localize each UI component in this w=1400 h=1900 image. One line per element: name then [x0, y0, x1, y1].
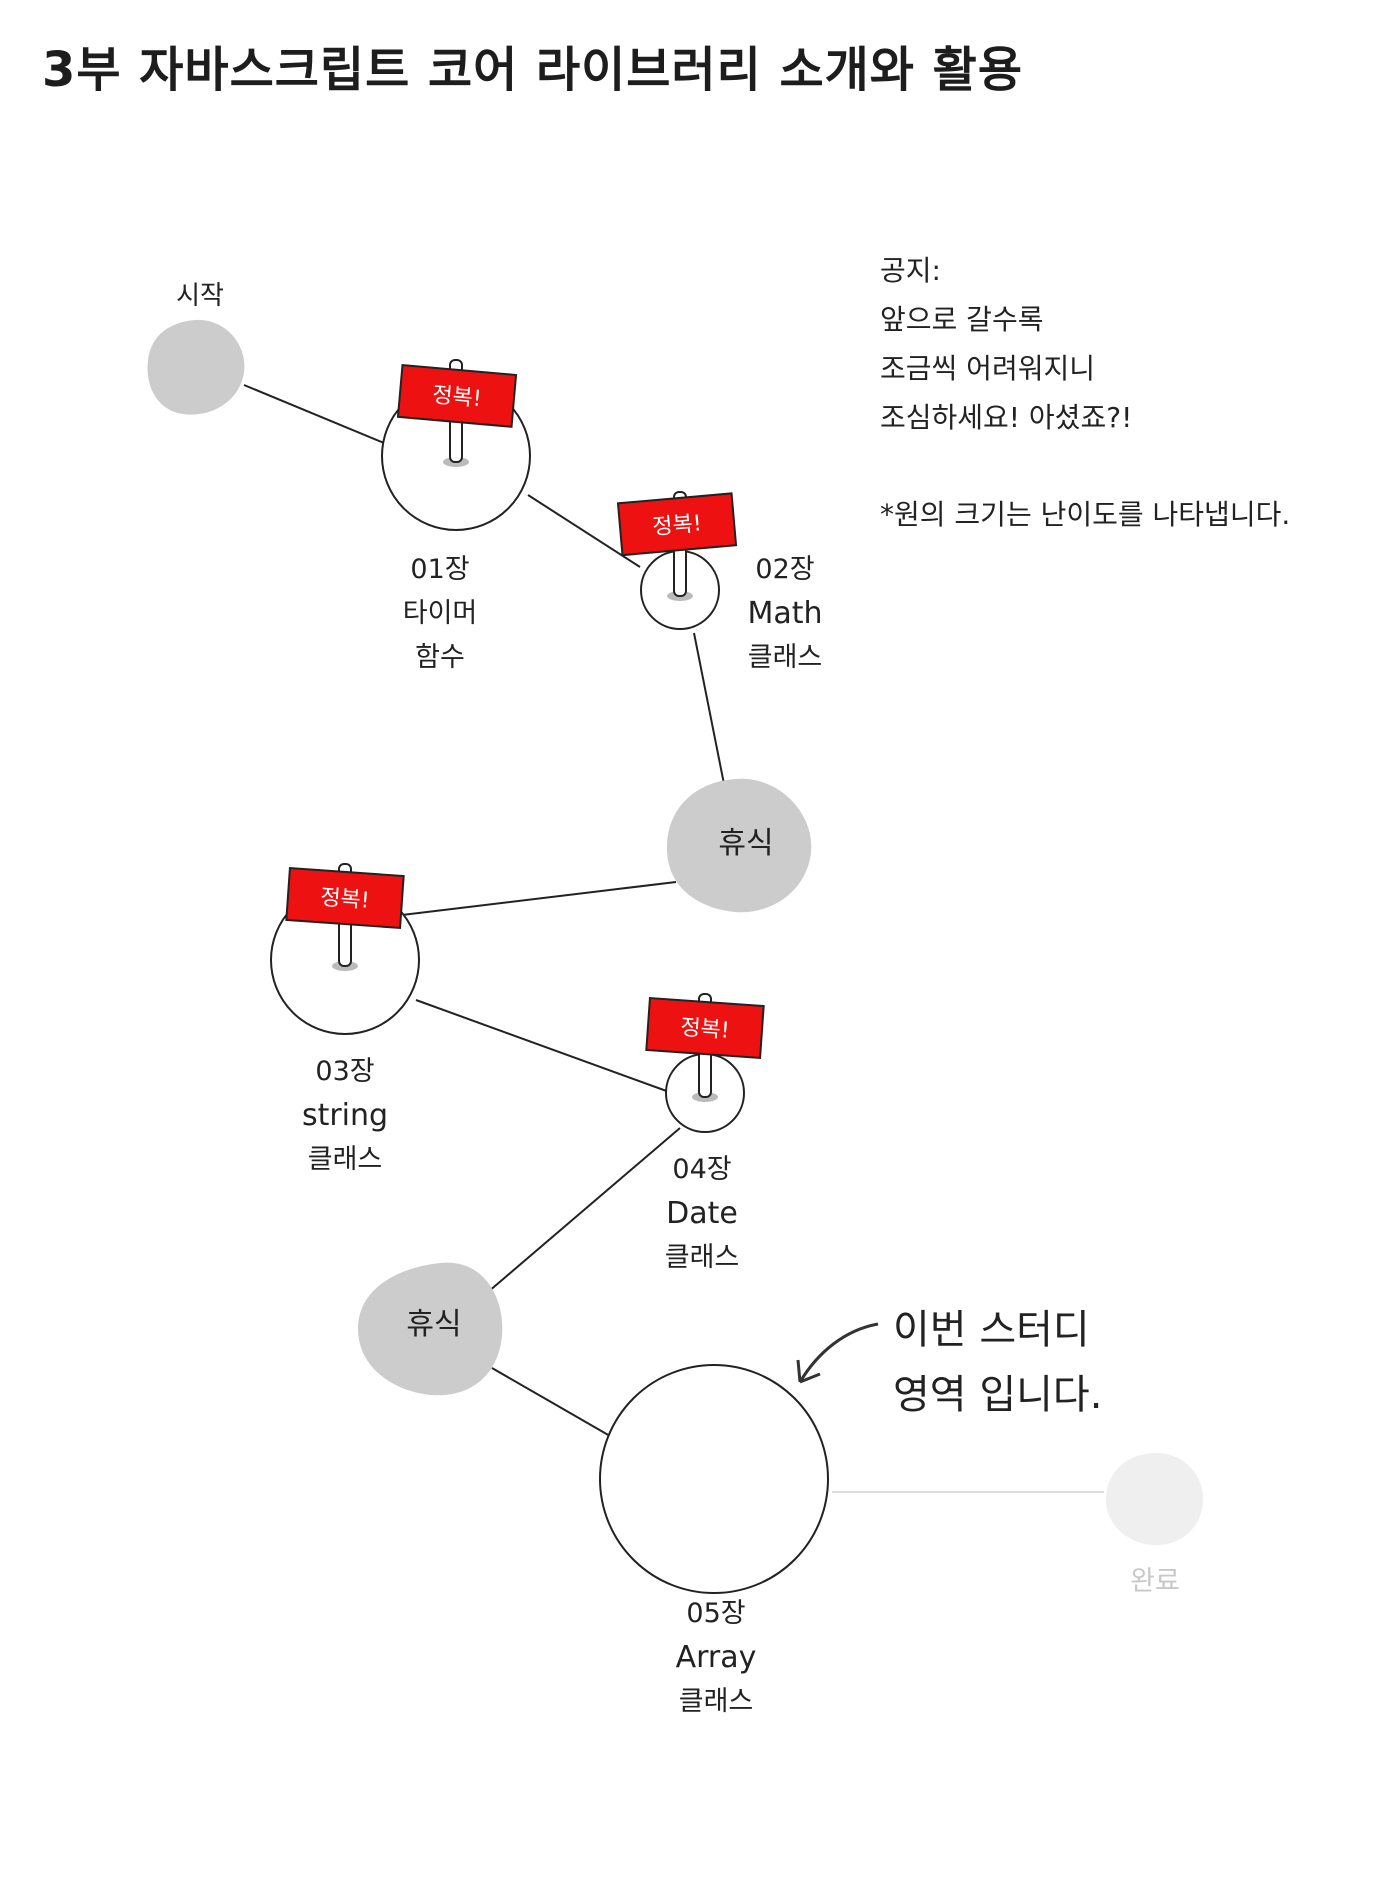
path-rest1-to-ch3	[401, 881, 677, 916]
chapter-01-label: 01장 타이머 함수	[403, 548, 478, 680]
callout-line-1: 이번 스터디	[893, 1307, 1090, 1353]
notice-box: 공지: 앞으로 갈수록 조금씩 어려워지니 조심하세요! 아셨죠?! *원의 크…	[880, 246, 1290, 539]
sign-text-02: 정복!	[651, 511, 702, 540]
chapter-05-name: Array	[675, 1640, 757, 1675]
chapter-02-name: Math	[747, 596, 823, 631]
conquered-sign-01: 정복!	[396, 359, 518, 467]
end-node	[1105, 1452, 1204, 1546]
chapter-03-num: 03장	[315, 1056, 375, 1087]
chapter-04-label: 04장 Date 클래스	[665, 1148, 740, 1280]
chapter-04-num: 04장	[672, 1154, 732, 1185]
chapter-01-name: 타이머	[402, 598, 478, 629]
path-rest2-to-ch5	[491, 1367, 611, 1437]
start-label: 시작	[176, 281, 224, 311]
notice-heading: 공지:	[880, 254, 941, 287]
chapter-03-name: string	[301, 1098, 389, 1133]
notice-line-3: 조심하세요! 아셨죠?!	[880, 401, 1133, 434]
path-ch2-to-rest1	[693, 632, 725, 785]
chapter-05-label: 05장 Array 클래스	[676, 1592, 757, 1724]
callout-arrow	[796, 1322, 879, 1384]
chapter-01-num: 01장	[410, 554, 470, 585]
chapter-04-kind: 클래스	[664, 1242, 740, 1273]
study-area-callout: 이번 스터디 영역 입니다.	[893, 1298, 1102, 1428]
chapter-04-name: Date	[666, 1196, 738, 1231]
path-ch1-to-ch2	[527, 494, 641, 568]
chapter-05-num: 05장	[686, 1598, 746, 1629]
chapter-02-kind: 클래스	[747, 642, 823, 673]
path-ch3-to-ch4	[415, 999, 673, 1094]
rest-label-1: 휴식	[718, 826, 773, 861]
notice-line-2: 조금씩 어려워지니	[880, 352, 1095, 385]
notice-line-1: 앞으로 갈수록	[880, 303, 1044, 336]
sign-text-01: 정복!	[431, 383, 482, 412]
chapter-01-kind: 함수	[415, 642, 465, 673]
path-ch4-to-rest2	[487, 1127, 681, 1293]
page-title: 3부 자바스크립트 코어 라이브러리 소개와 활용	[42, 42, 1023, 98]
conquered-sign-02: 정복!	[616, 491, 738, 601]
conquered-sign-03: 정복!	[285, 863, 405, 971]
chapter-03-label: 03장 string 클래스	[302, 1050, 388, 1182]
end-label: 완료	[1130, 1566, 1180, 1597]
chapter-03-kind: 클래스	[307, 1144, 383, 1175]
path-lines	[243, 384, 725, 1437]
conquered-sign-04: 정복!	[645, 993, 765, 1102]
rest-node-1	[666, 778, 812, 913]
path-start-to-ch1	[243, 384, 385, 444]
start-node	[147, 319, 245, 415]
sign-text-03: 정복!	[319, 885, 370, 913]
rest-label-2: 휴식	[406, 1307, 461, 1342]
callout-line-2: 영역 입니다.	[893, 1372, 1103, 1418]
chapter-02-label: 02장 Math 클래스	[747, 548, 822, 680]
chapter-05-kind: 클래스	[678, 1686, 754, 1717]
rest-node-2	[357, 1262, 503, 1396]
chapter-02-num: 02장	[755, 554, 815, 585]
chapter-05-circle	[599, 1364, 829, 1594]
sign-text-04: 정복!	[679, 1015, 730, 1043]
notice-footnote: *원의 크기는 난이도를 나타냅니다.	[880, 498, 1291, 531]
